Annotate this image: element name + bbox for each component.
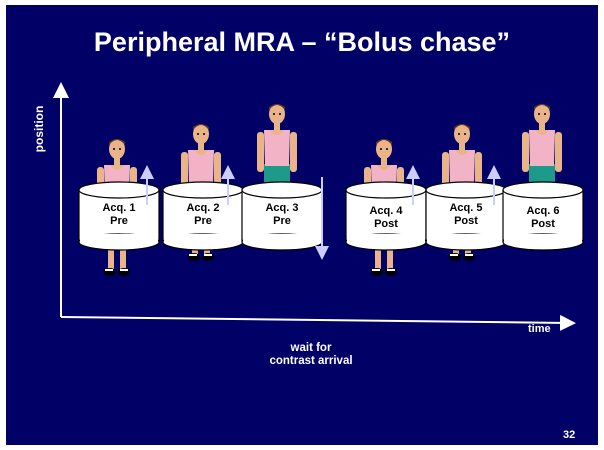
acquisition-3: [241, 104, 323, 251]
acq-3-label: Acq. 3 Pre: [242, 202, 322, 228]
wait-label-line1: wait for: [290, 342, 332, 354]
acq-1-name: Acq. 1: [102, 202, 136, 214]
page-number: 32: [563, 429, 576, 441]
acq-3-phase: Pre: [273, 215, 291, 227]
acq-5-name: Acq. 5: [449, 202, 483, 214]
acquisition-5: [425, 124, 507, 261]
acq-4-phase: Post: [374, 218, 398, 230]
y-axis-label: position: [32, 105, 46, 153]
slide: Peripheral MRA – “Bolus chase” position …: [6, 5, 598, 445]
acq-3-name: Acq. 3: [265, 202, 299, 214]
acq-2-phase: Pre: [194, 215, 212, 227]
slide-title: Peripheral MRA – “Bolus chase”: [93, 27, 511, 57]
x-axis-label: time: [528, 323, 551, 335]
acquisition-4: [345, 139, 427, 276]
acq-6-label: Acq. 6 Post: [503, 205, 583, 231]
bolus-chase-figure: [53, 82, 584, 331]
wait-label: wait for contrast arrival: [241, 342, 381, 368]
wait-label-line2: contrast arrival: [269, 355, 353, 367]
acq-1-label: Acq. 1 Pre: [79, 202, 159, 228]
acq-1-phase: Pre: [110, 215, 128, 227]
acq-5-phase: Post: [454, 215, 478, 227]
acq-6-phase: Post: [531, 218, 555, 230]
acq-4-name: Acq. 4: [369, 205, 403, 217]
acq-4-label: Acq. 4 Post: [346, 205, 426, 231]
acquisition-1: [78, 139, 160, 276]
x-axis: [60, 314, 576, 331]
acq-2-name: Acq. 2: [186, 202, 220, 214]
acquisition-2: [162, 124, 244, 261]
acq-2-label: Acq. 2 Pre: [163, 202, 243, 228]
acq-6-name: Acq. 6: [526, 205, 560, 217]
acq-5-label: Acq. 5 Post: [426, 202, 506, 228]
